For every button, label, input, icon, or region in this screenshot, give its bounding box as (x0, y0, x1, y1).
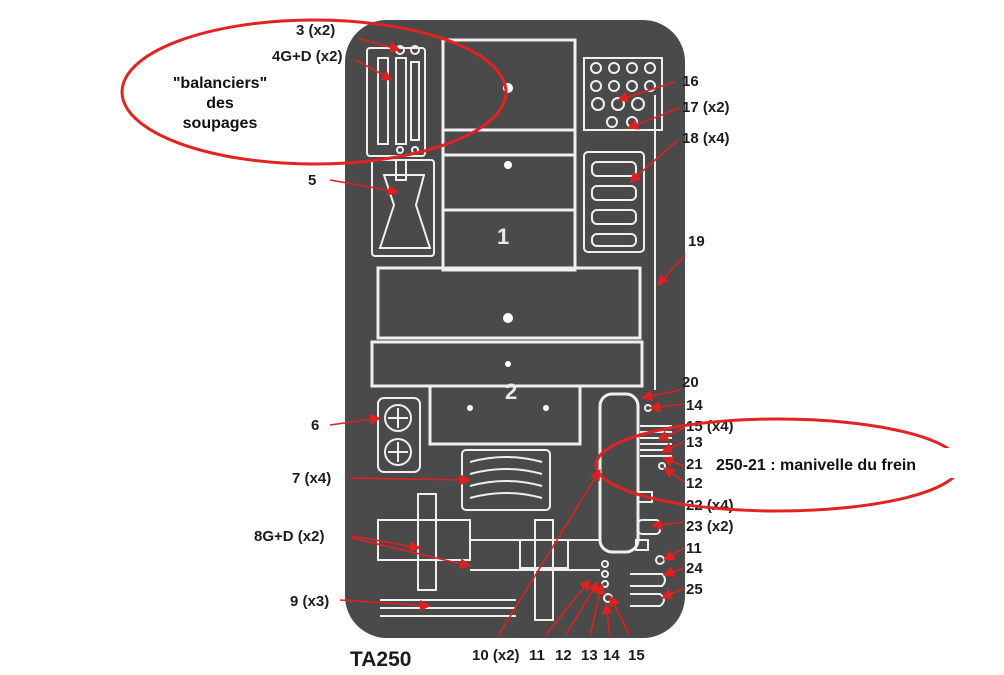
part-9-strips (380, 599, 516, 617)
brake-note: 250-21 : manivelle du frein (716, 457, 916, 474)
label-9: 9 (x3) (290, 593, 329, 610)
sheet-number-2: 2 (505, 379, 517, 404)
label-24: 24 (686, 560, 703, 577)
label-10-bottom: 10 (x2) (472, 647, 520, 664)
label-14: 14 (686, 397, 703, 414)
label-6: 6 (311, 417, 319, 434)
label-7: 7 (x4) (292, 470, 331, 487)
label-11: 11 (686, 540, 702, 557)
sheet-hole (503, 313, 513, 323)
rocker-note-line-1: "balanciers" (173, 75, 267, 92)
part-18-plates (583, 151, 645, 253)
label-20: 20 (682, 374, 699, 391)
label-13: 13 (686, 434, 703, 451)
label-3: 3 (x2) (296, 22, 335, 39)
label-12: 12 (686, 475, 703, 492)
label-11-bottom: 11 (529, 647, 545, 664)
label-13-bottom: 13 (581, 647, 598, 664)
label-5: 5 (308, 172, 316, 189)
rocker-note: "balanciers" des soupages (173, 75, 267, 132)
label-19: 19 (688, 233, 705, 250)
label-4: 4G+D (x2) (272, 48, 342, 65)
callout-arrows (329, 37, 686, 637)
rocker-note-line-2: des (206, 95, 234, 112)
part-8-brackets (377, 493, 600, 621)
sheet-hole (504, 161, 512, 169)
label-18: 18 (x4) (682, 130, 730, 147)
label-8: 8G+D (x2) (254, 528, 324, 545)
sheet-hole (543, 405, 549, 411)
sheet-code: TA250 (350, 648, 411, 671)
label-15-bottom: 15 (628, 647, 645, 664)
label-25: 25 (686, 581, 703, 598)
part-6-wheels (377, 397, 421, 473)
part-5 (371, 159, 435, 257)
rocker-highlight-ellipse (120, 18, 508, 166)
label-14-bottom: 14 (603, 647, 620, 664)
label-21: 21 (686, 456, 703, 473)
label-23: 23 (x2) (686, 518, 734, 535)
label-16: 16 (682, 73, 699, 90)
label-12-bottom: 12 (555, 647, 572, 664)
part-labels: 3 (x2) 4G+D (x2) 5 6 7 (x4) 8G+D (x2) 9 … (254, 22, 734, 610)
sheet-hole (467, 405, 473, 411)
rocker-note-line-3: soupages (183, 115, 258, 132)
label-17: 17 (x2) (682, 99, 730, 116)
sheet-hole (505, 361, 511, 367)
sheet-number-1: 1 (497, 224, 509, 249)
brake-note-backdrop (712, 448, 978, 478)
bottom-labels: 10 (x2) 11 12 13 14 15 (472, 647, 645, 664)
